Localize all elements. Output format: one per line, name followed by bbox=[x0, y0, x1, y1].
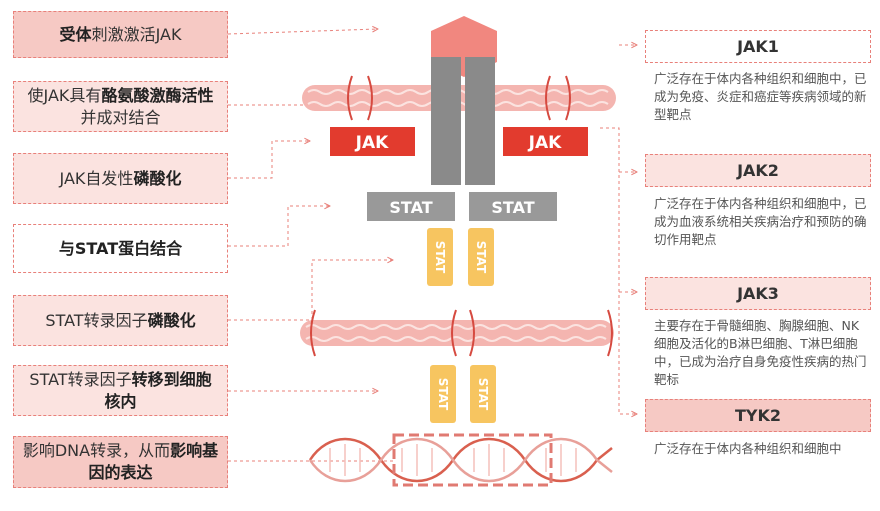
jak2-desc: 广泛存在于体内各种组织和细胞中，已成为血液系统相关疾病治疗和预防的确切作用靶点 bbox=[654, 196, 867, 247]
svg-text:JAK: JAK bbox=[355, 133, 389, 153]
nuclear-membrane bbox=[300, 309, 614, 357]
stat-yellow-upper: STAT STAT bbox=[427, 228, 494, 286]
svg-text:STAT: STAT bbox=[476, 378, 490, 411]
svg-text:STAT: STAT bbox=[433, 241, 447, 274]
family-connectors bbox=[600, 45, 637, 414]
jak-left: JAK bbox=[330, 127, 415, 156]
step-6: STAT转录因子转移到细胞核内 bbox=[13, 365, 228, 416]
step-5: STAT转录因子磷酸化 bbox=[13, 295, 228, 346]
receptor bbox=[431, 16, 497, 185]
jak-right: JAK bbox=[503, 127, 588, 156]
svg-text:STAT: STAT bbox=[491, 198, 534, 217]
step-4: 与STAT蛋白结合 bbox=[13, 224, 228, 273]
stat-dock-right: STAT bbox=[469, 192, 557, 221]
svg-text:STAT: STAT bbox=[389, 198, 432, 217]
stat-yellow-lower: STAT STAT bbox=[430, 365, 496, 423]
stat-dock-left: STAT bbox=[367, 192, 455, 221]
jak3-desc: 主要存在于骨髓细胞、胸腺细胞、NK细胞及活化的B淋巴细胞、T淋巴细胞中，已成为治… bbox=[654, 318, 867, 387]
svg-text:STAT: STAT bbox=[436, 378, 450, 411]
svg-text:JAK: JAK bbox=[528, 133, 562, 153]
jak2-title: JAK2 bbox=[645, 154, 871, 187]
svg-text:STAT: STAT bbox=[474, 241, 488, 274]
step-connectors bbox=[227, 29, 393, 462]
tyk2-desc: 广泛存在于体内各种组织和细胞中 bbox=[654, 441, 842, 456]
jak3-title: JAK3 bbox=[645, 277, 871, 310]
jak1-desc: 广泛存在于体内各种组织和细胞中，已成为免疫、炎症和癌症等疾病领域的新型靶点 bbox=[654, 71, 867, 122]
tyk2-title: TYK2 bbox=[645, 399, 871, 432]
jak1-title: JAK1 bbox=[645, 30, 871, 63]
step-3: JAK自发性磷酸化 bbox=[13, 153, 228, 204]
step-2: 使JAK具有酪氨酸激酶活性并成对结合 bbox=[13, 81, 228, 132]
step-1: 受体刺激激活JAK bbox=[13, 11, 228, 58]
step-7: 影响DNA转录，从而影响基因的表达 bbox=[13, 436, 228, 488]
dna-helix bbox=[308, 433, 613, 487]
